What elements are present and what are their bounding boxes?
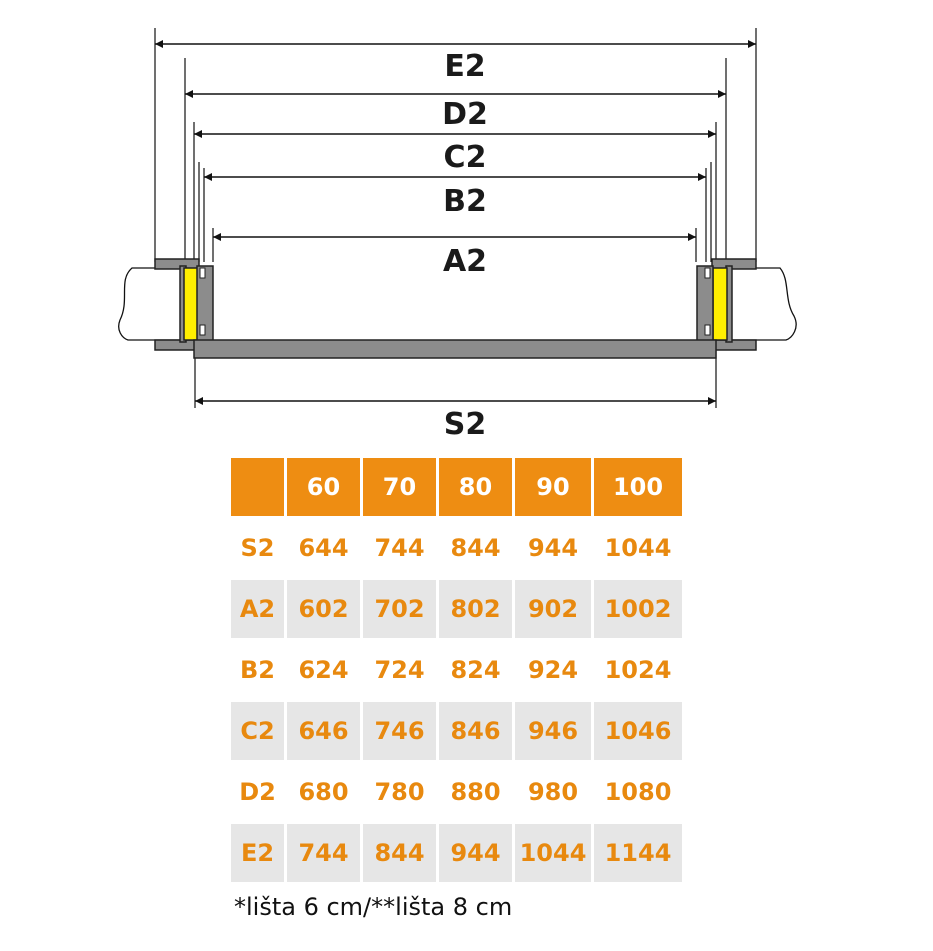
left-frame-profile	[154, 258, 214, 351]
table-header-row: 60 70 80 90 100	[231, 458, 682, 516]
table-cell: 980	[527, 778, 579, 806]
table-cell: 1080	[604, 778, 672, 806]
table-header-cell: 60	[287, 458, 360, 516]
row-label: A2	[231, 580, 284, 638]
table-cell: 644	[298, 534, 349, 562]
table-cell: 846	[439, 702, 512, 760]
label-d2: D2	[442, 97, 488, 132]
dimension-lines	[155, 40, 756, 405]
footnote: *lišta 6 cm/**lišta 8 cm	[234, 893, 513, 921]
dimension-table: 60 70 80 90 100 S2 644 744 844 944 1044 …	[228, 455, 685, 885]
label-e2: E2	[444, 49, 485, 84]
table-cell: 602	[287, 580, 360, 638]
table-cell: 944	[439, 824, 512, 882]
table-cell: 646	[287, 702, 360, 760]
row-label: C2	[231, 702, 284, 760]
label-b2: B2	[443, 184, 487, 219]
table-row: B2 624 724 824 924 1024	[231, 641, 682, 699]
table-cell: 844	[450, 534, 501, 562]
table-cell: 744	[374, 534, 425, 562]
label-a2: A2	[443, 244, 487, 279]
door-leaf	[193, 339, 717, 359]
table-cell: 680	[298, 778, 349, 806]
row-label: E2	[231, 824, 284, 882]
table-header-corner	[231, 458, 284, 516]
table-row: S2 644 744 844 944 1044	[231, 519, 682, 577]
table-cell: 1044	[604, 534, 672, 562]
table-cell: 1002	[594, 580, 682, 638]
table-cell: 944	[527, 534, 579, 562]
table-cell: 1044	[515, 824, 591, 882]
table-cell: 746	[363, 702, 436, 760]
table-row: D2 680 780 880 980 1080	[231, 763, 682, 821]
table-header-cell: 80	[439, 458, 512, 516]
table-row: A2 602 702 802 902 1002	[231, 580, 682, 638]
table-cell: 902	[515, 580, 591, 638]
table-cell: 1144	[594, 824, 682, 882]
table-cell: 824	[450, 656, 501, 684]
table-header-cell: 100	[594, 458, 682, 516]
table-cell: 780	[374, 778, 425, 806]
table-cell: 802	[439, 580, 512, 638]
table-cell: 844	[363, 824, 436, 882]
table-header-cell: 90	[515, 458, 591, 516]
right-wall	[712, 267, 797, 341]
table-cell: 744	[287, 824, 360, 882]
label-c2: C2	[444, 140, 487, 175]
row-label: S2	[240, 534, 275, 562]
row-label: B2	[240, 656, 275, 684]
table-cell: 946	[515, 702, 591, 760]
table-cell: 702	[363, 580, 436, 638]
table-cell: 1046	[594, 702, 682, 760]
table-row: E2 744 844 944 1044 1144	[231, 824, 682, 882]
table-row: C2 646 746 846 946 1046	[231, 702, 682, 760]
table-cell: 880	[450, 778, 501, 806]
table-cell: 624	[298, 656, 349, 684]
table-header-cell: 70	[363, 458, 436, 516]
left-wall	[118, 267, 198, 341]
table-cell: 724	[374, 656, 425, 684]
table-cell: 1024	[604, 656, 672, 684]
door-section-diagram: E2 D2 C2 B2 A2 S2	[118, 28, 797, 442]
table-cell: 924	[527, 656, 579, 684]
label-s2: S2	[444, 407, 486, 442]
row-label: D2	[239, 778, 276, 806]
